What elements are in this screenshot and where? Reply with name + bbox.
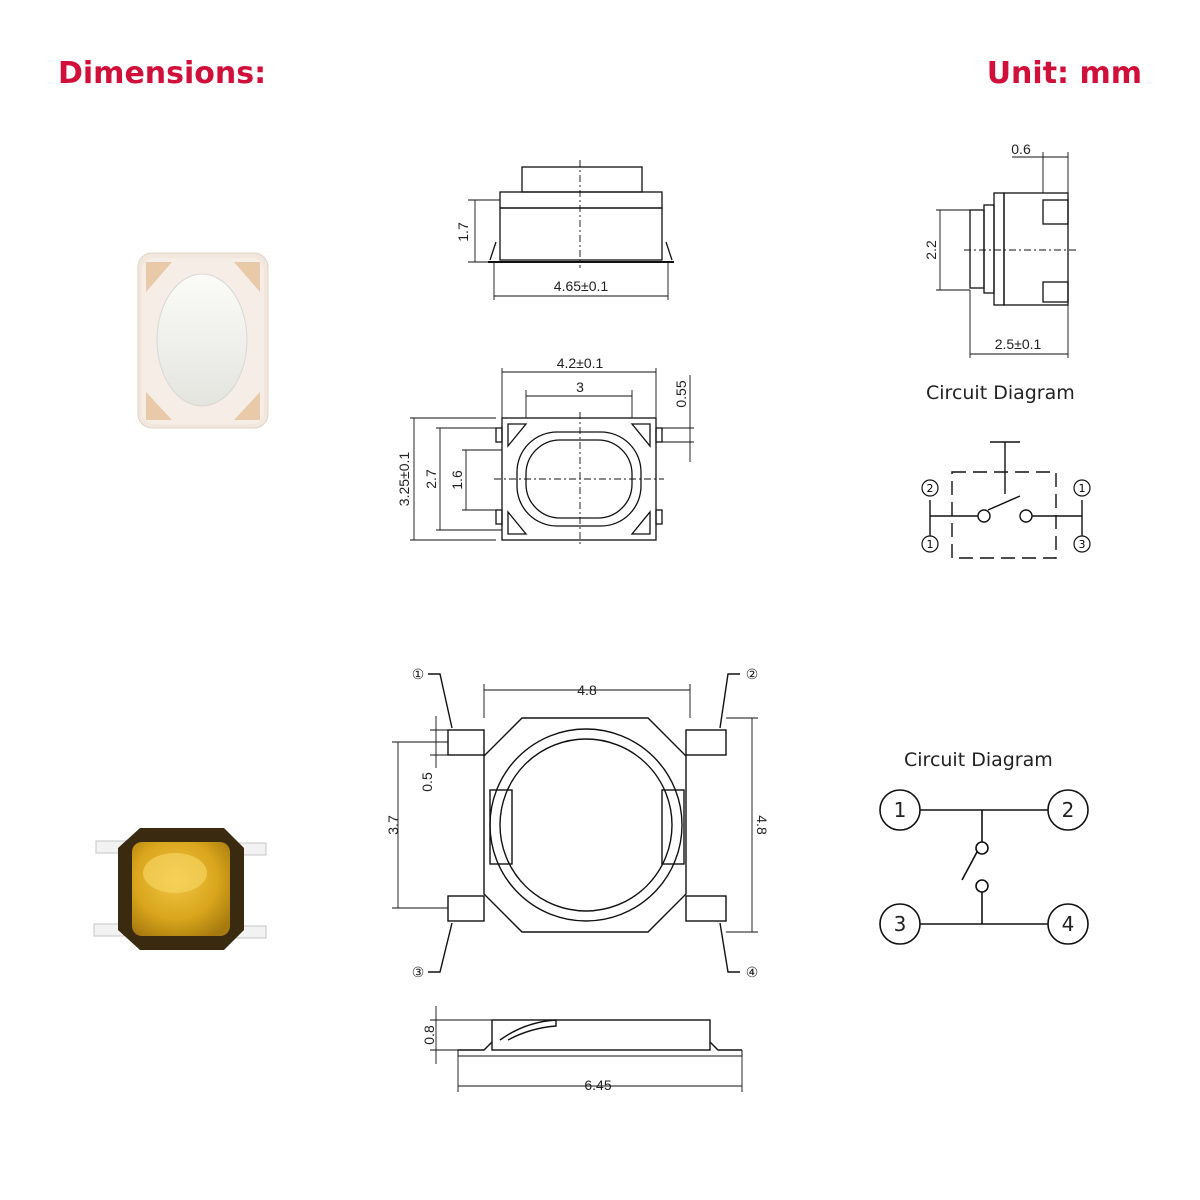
small-front-view	[468, 160, 674, 300]
side-top-label: 0.6	[1011, 141, 1031, 157]
small-pin-d: 3	[1079, 538, 1086, 551]
large-circuit-pin-4: 4	[1062, 912, 1075, 936]
small-top-view	[410, 368, 694, 546]
large-circuit-pin-3: 3	[894, 912, 907, 936]
large-circuit-pin-1: 1	[894, 798, 907, 822]
large-circuit-pins: 1 2 3 4	[879, 789, 1089, 945]
top-mid-height-label: 2.7	[423, 469, 439, 489]
top-inner-width-label: 3	[576, 379, 584, 395]
dimensions-heading: Dimensions:	[58, 56, 267, 91]
large-top-view	[392, 673, 758, 973]
top-outer-height-label: 3.25±0.1	[396, 452, 412, 507]
top-outer-width-label: 4.2±0.1	[557, 355, 604, 371]
small-switch-photo	[137, 252, 269, 429]
large-left-height-label: 3.7	[385, 815, 401, 835]
side-height-label: 2.2	[923, 240, 939, 260]
top-pad-label: 0.55	[673, 380, 689, 407]
small-pin-b: 1	[1079, 482, 1086, 495]
large-circuit-title: Circuit Diagram	[904, 749, 1053, 771]
large-circuit-diagram	[920, 809, 1048, 925]
small-pin-c: 1	[927, 538, 934, 551]
large-pin-2-label: ②	[746, 666, 759, 682]
front-width-label: 4.65±0.1	[554, 278, 609, 294]
large-side-height-label: 4.8	[754, 815, 770, 835]
small-circuit-title: Circuit Diagram	[926, 382, 1075, 404]
large-pin-3-label: ③	[412, 964, 425, 980]
unit-heading: Unit: mm	[986, 56, 1142, 91]
large-pin-1-label: ①	[412, 666, 425, 682]
front-height-label: 1.7	[455, 222, 471, 242]
small-circuit-pins: 2 1 1 3	[921, 479, 1091, 553]
small-side-view	[936, 152, 1078, 358]
side-width-label: 2.5±0.1	[995, 336, 1042, 352]
small-circuit-diagram	[929, 441, 1083, 559]
large-side-view	[430, 1006, 743, 1092]
large-pin-width-label: 0.5	[419, 772, 435, 792]
top-inner-height-label: 1.6	[449, 470, 465, 490]
large-side-width-dim: 6.45	[584, 1077, 611, 1093]
large-top-width-label: 4.8	[577, 682, 597, 698]
large-pin-4-label: ④	[746, 964, 759, 980]
large-side-height-dim: 0.8	[421, 1025, 437, 1045]
large-switch-photo	[93, 828, 267, 950]
large-circuit-pin-2: 2	[1062, 798, 1075, 822]
small-pin-a: 2	[927, 482, 934, 495]
